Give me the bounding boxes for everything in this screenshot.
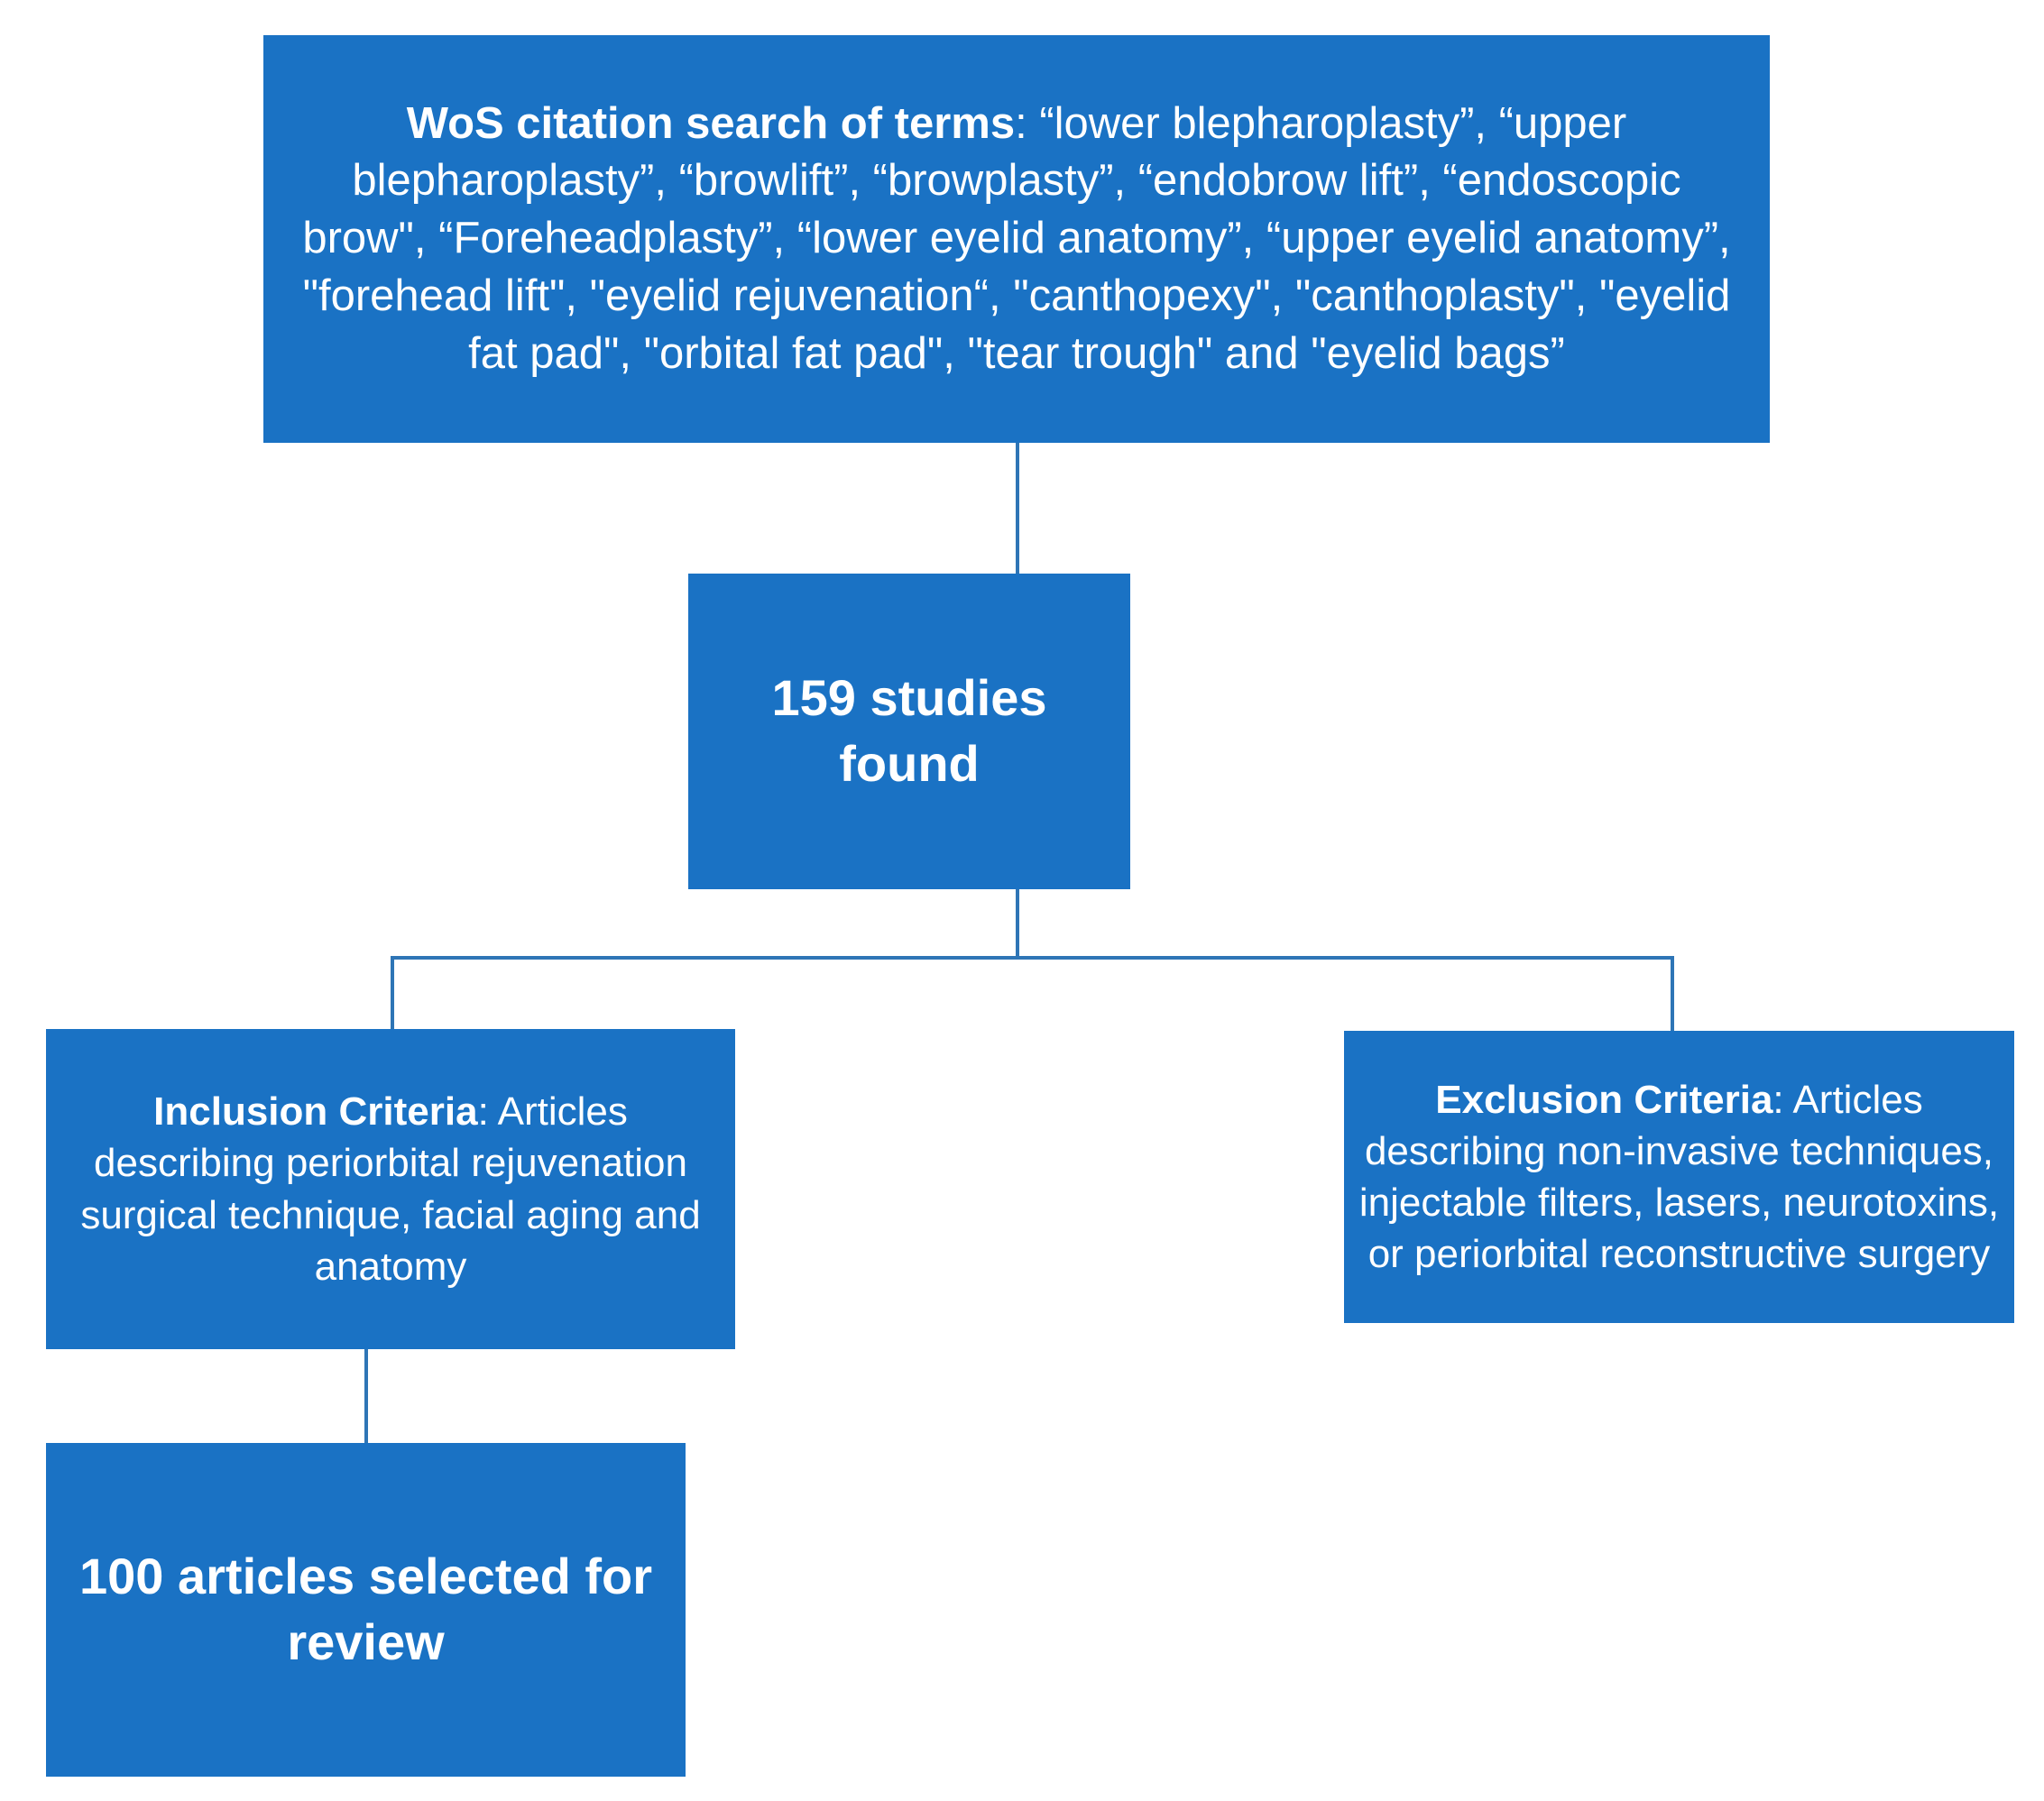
- node-inclusion-separator: :: [477, 1089, 498, 1135]
- node-inclusion-criteria: Inclusion Criteria: Articles describing …: [46, 1029, 735, 1349]
- node-exclusion-criteria: Exclusion Criteria: Articles describing …: [1344, 1031, 2014, 1323]
- connector-split-horizontal: [391, 956, 1674, 960]
- connector-split-to-exclusion: [1671, 956, 1674, 1032]
- connector-split-to-inclusion: [391, 956, 394, 1032]
- node-search-label: WoS citation search of terms: [406, 98, 1016, 148]
- node-inclusion-body: Articles describing periorbital rejuvena…: [80, 1089, 701, 1289]
- connector-found-to-split: [1016, 889, 1019, 958]
- node-articles-selected: 100 articles selected for review: [46, 1443, 686, 1777]
- node-search-terms: “lower blepharoplasty”, “upper blepharop…: [302, 98, 1731, 378]
- node-studies-found: 159 studies found: [688, 574, 1130, 889]
- node-wos-citation-search: WoS citation search of terms: “lower ble…: [263, 35, 1770, 443]
- node-search-separator: :: [1015, 98, 1040, 148]
- node-inclusion-label: Inclusion Criteria: [153, 1089, 478, 1135]
- connector-inclusion-to-selected: [364, 1349, 368, 1445]
- connector-search-to-found: [1016, 443, 1019, 574]
- node-selected-label: 100 articles selected for review: [78, 1548, 653, 1670]
- node-exclusion-label: Exclusion Criteria: [1435, 1077, 1773, 1122]
- node-exclusion-body: Articles describing non-invasive techniq…: [1358, 1077, 2000, 1277]
- node-exclusion-separator: :: [1772, 1077, 1793, 1122]
- node-found-label: 159 studies found: [771, 669, 1047, 792]
